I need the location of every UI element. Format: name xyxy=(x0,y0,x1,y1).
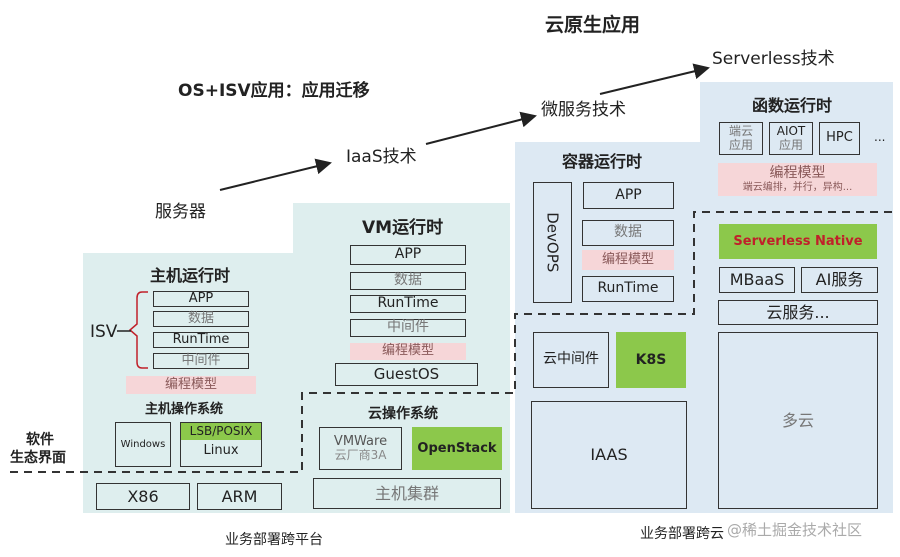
isv-bracket xyxy=(128,291,148,369)
aiot-line1: AIOT xyxy=(776,124,806,139)
host-data-box: 数据 xyxy=(153,311,249,327)
edge-cloud-line2: 应用 xyxy=(728,137,753,152)
ecosystem-dashed-line xyxy=(10,211,893,473)
host-middleware-box: 中间件 xyxy=(153,353,249,369)
container-app-box: APP xyxy=(583,182,674,209)
ai-service-box: AI服务 xyxy=(801,267,878,293)
cloud-os-title: 云操作系统 xyxy=(368,406,438,422)
software-eco-label-line2: 生态界面 xyxy=(10,450,66,466)
edge-cloud-app-box: 端云 应用 xyxy=(719,122,763,155)
host-cluster-box: 主机集群 xyxy=(313,478,501,509)
function-programming-model-sub: 端云编排，并行，异构... xyxy=(742,181,853,193)
openstack-box: OpenStack xyxy=(412,427,502,470)
container-runtime-title: 容器运行时 xyxy=(562,152,643,171)
aiot-app-box: AIOT 应用 xyxy=(769,122,813,155)
k8s-box: K8S xyxy=(616,332,686,388)
microservice-tech-label: 微服务技术 xyxy=(541,100,626,120)
serverless-native-box: Serverless Native xyxy=(719,224,877,259)
serverless-tech-label: Serverless技术 xyxy=(712,49,835,69)
vm-runtime-title: VM运行时 xyxy=(362,218,444,238)
isv-label: ISV xyxy=(90,322,118,342)
function-programming-model-label: 编程模型 xyxy=(769,165,826,182)
vm-data-box: 数据 xyxy=(350,272,466,290)
host-os-title: 主机操作系统 xyxy=(145,402,224,417)
windows-box: Windows xyxy=(115,422,171,467)
lsb-posix-label: LSB/POSIX xyxy=(181,423,261,441)
linux-label: Linux xyxy=(203,443,239,459)
more-apps-ellipsis: ... xyxy=(874,130,886,144)
hpc-box: HPC xyxy=(819,122,860,155)
arrow-iaas-to-microservice xyxy=(425,111,537,145)
host-programming-model: 编程模型 xyxy=(126,376,256,394)
container-runtime-box: RunTime xyxy=(582,276,674,302)
container-programming-model: 编程模型 xyxy=(582,250,674,270)
guest-os-box: GuestOS xyxy=(335,363,478,386)
host-runtime-box: RunTime xyxy=(153,332,249,348)
cross-platform-label: 业务部署跨平台 xyxy=(225,532,323,548)
host-runtime-title: 主机运行时 xyxy=(150,266,231,285)
cloud-service-box: 云服务... xyxy=(718,300,878,325)
os-isv-apps-title: OS+ISV应用：应用迁移 xyxy=(178,81,370,101)
cloud-middleware-box: 云中间件 xyxy=(533,332,609,388)
aiot-line2: 应用 xyxy=(778,137,803,152)
cloud-native-apps-title: 云原生应用 xyxy=(545,14,641,36)
linux-box: LSB/POSIX Linux xyxy=(180,422,262,467)
vmware-label: VMWare xyxy=(333,433,388,449)
vm-runtime-box: RunTime xyxy=(350,295,466,313)
container-data-box: 数据 xyxy=(582,220,674,246)
arm-box: ARM xyxy=(197,483,282,510)
vm-middleware-box: 中间件 xyxy=(350,319,466,337)
server-label: 服务器 xyxy=(155,202,206,222)
cross-cloud-label: 业务部署跨云 xyxy=(640,526,724,542)
container-runtime-panel xyxy=(515,142,700,513)
arrow-server-to-iaas xyxy=(219,158,332,191)
iaas-box: IAAS xyxy=(531,401,687,509)
host-app-box: APP xyxy=(153,291,249,307)
arrow-microservice-to-serverless xyxy=(599,63,710,95)
software-eco-label-line1: 软件 xyxy=(26,432,54,448)
watermark: @稀土掘金技术社区 xyxy=(727,521,863,539)
function-runtime-panel xyxy=(700,82,893,513)
function-runtime-title: 函数运行时 xyxy=(752,96,833,115)
multi-cloud-box: 多云 xyxy=(718,332,878,509)
edge-cloud-line1: 端云 xyxy=(728,124,753,139)
iaas-tech-label: IaaS技术 xyxy=(346,147,417,167)
vm-app-box: APP xyxy=(350,245,466,265)
function-programming-model: 编程模型 端云编排，并行，异构... xyxy=(718,163,877,196)
x86-box: X86 xyxy=(96,483,190,510)
devops-box: DevOPS xyxy=(533,182,572,303)
vm-programming-model: 编程模型 xyxy=(350,343,466,360)
mbaas-box: MBaaS xyxy=(719,267,795,293)
vmware-box: VMWare 云厂商3A xyxy=(319,427,402,470)
cloud-vendor-3a-label: 云厂商3A xyxy=(334,448,387,463)
